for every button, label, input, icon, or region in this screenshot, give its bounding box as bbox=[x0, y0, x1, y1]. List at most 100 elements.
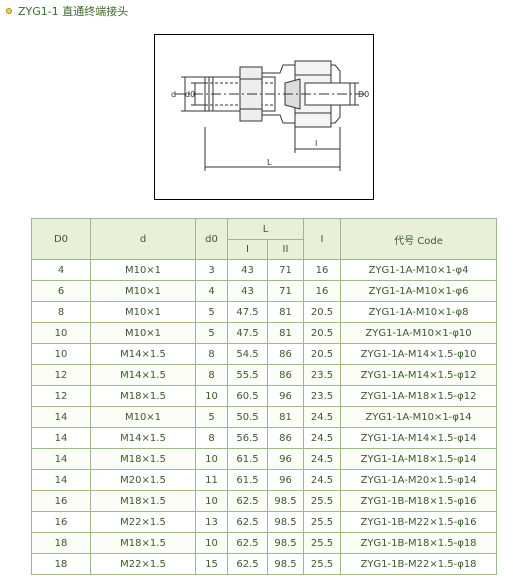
cell-L-II: 71 bbox=[266, 280, 305, 302]
cell-D0: 14 bbox=[31, 406, 91, 428]
cell-d: M18×1.5 bbox=[90, 385, 196, 407]
cell-d: M18×1.5 bbox=[90, 490, 196, 512]
cell-I: 25.5 bbox=[303, 532, 342, 554]
cell-L-I: 47.5 bbox=[227, 301, 268, 323]
table-header-row: D0 d d0 L I 代号 Code bbox=[31, 218, 498, 260]
fitting-drawing: d d0 D0 L I bbox=[154, 34, 374, 200]
cell-d0: 10 bbox=[195, 448, 228, 470]
cell-L-I: 47.5 bbox=[227, 322, 268, 344]
cell-D0: 12 bbox=[31, 385, 91, 407]
cell-d0: 4 bbox=[195, 280, 228, 302]
cell-L-II: 96 bbox=[266, 469, 305, 491]
cell-d: M20×1.5 bbox=[90, 469, 196, 491]
dim-label-L: L bbox=[267, 158, 272, 167]
cell-d0: 13 bbox=[195, 511, 228, 533]
cell-d: M10×1 bbox=[90, 406, 196, 428]
cell-L-II: 96 bbox=[266, 385, 305, 407]
bullet-icon bbox=[6, 8, 12, 14]
cell-L-I: 61.5 bbox=[227, 469, 268, 491]
cell-L-II: 86 bbox=[266, 343, 305, 365]
cell-d0: 15 bbox=[195, 553, 228, 575]
cell-d: M10×1 bbox=[90, 301, 196, 323]
cell-L-I: 62.5 bbox=[227, 490, 268, 512]
cell-L-II: 81 bbox=[266, 406, 305, 428]
cell-code: ZYG1-1B-M22×1.5-φ18 bbox=[340, 553, 498, 575]
cell-D0: 8 bbox=[31, 301, 91, 323]
cell-I: 20.5 bbox=[303, 301, 342, 323]
cell-d0: 5 bbox=[195, 406, 228, 428]
cell-code: ZYG1-1A-M14×1.5-φ10 bbox=[340, 343, 498, 365]
table-subheader-row: I II bbox=[32, 239, 497, 260]
cell-L-I: 60.5 bbox=[227, 385, 268, 407]
cell-I: 25.5 bbox=[303, 511, 342, 533]
cell-code: ZYG1-1A-M10×1-φ4 bbox=[340, 259, 498, 281]
cell-L-I: 55.5 bbox=[227, 364, 268, 386]
cell-code: ZYG1-1A-M14×1.5-φ12 bbox=[340, 364, 498, 386]
header-d: d bbox=[90, 218, 196, 260]
cell-d: M10×1 bbox=[90, 259, 196, 281]
header-I: I bbox=[303, 218, 342, 260]
cell-I: 20.5 bbox=[303, 322, 342, 344]
cell-I: 16 bbox=[303, 259, 342, 281]
cell-D0: 4 bbox=[31, 259, 91, 281]
cell-D0: 10 bbox=[31, 343, 91, 365]
header-code: 代号 Code bbox=[340, 218, 498, 260]
cell-D0: 14 bbox=[31, 427, 91, 449]
cell-d0: 10 bbox=[195, 490, 228, 512]
cell-I: 16 bbox=[303, 280, 342, 302]
cell-d0: 8 bbox=[195, 343, 228, 365]
cell-L-I: 62.5 bbox=[227, 553, 268, 575]
cell-L-II: 96 bbox=[266, 448, 305, 470]
cell-code: ZYG1-1B-M18×1.5-φ18 bbox=[340, 532, 498, 554]
cell-d0: 11 bbox=[195, 469, 228, 491]
cell-code: ZYG1-1A-M18×1.5-φ12 bbox=[340, 385, 498, 407]
cell-D0: 18 bbox=[31, 532, 91, 554]
dim-label-d: d bbox=[171, 90, 176, 99]
cell-L-I: 61.5 bbox=[227, 448, 268, 470]
cell-L-II: 86 bbox=[266, 364, 305, 386]
cell-D0: 16 bbox=[31, 511, 91, 533]
dim-label-I: I bbox=[315, 139, 317, 148]
cell-L-I: 62.5 bbox=[227, 511, 268, 533]
cell-d0: 10 bbox=[195, 532, 228, 554]
cell-code: ZYG1-1A-M10×1-φ8 bbox=[340, 301, 498, 323]
cell-d0: 8 bbox=[195, 427, 228, 449]
cell-D0: 10 bbox=[31, 322, 91, 344]
cell-L-I: 43 bbox=[227, 280, 268, 302]
cell-L-II: 98.5 bbox=[266, 532, 305, 554]
cell-code: ZYG1-1A-M10×1-φ14 bbox=[340, 406, 498, 428]
cell-d0: 5 bbox=[195, 301, 228, 323]
cell-I: 23.5 bbox=[303, 385, 342, 407]
cell-L-II: 81 bbox=[266, 322, 305, 344]
header-D0: D0 bbox=[31, 218, 91, 260]
cell-L-I: 54.5 bbox=[227, 343, 268, 365]
cell-d: M14×1.5 bbox=[90, 427, 196, 449]
cell-d: M10×1 bbox=[90, 322, 196, 344]
header-d0: d0 bbox=[195, 218, 228, 260]
cell-d0: 3 bbox=[195, 259, 228, 281]
cell-L-II: 98.5 bbox=[266, 490, 305, 512]
cell-L-II: 98.5 bbox=[266, 511, 305, 533]
cell-code: ZYG1-1A-M14×1.5-φ14 bbox=[340, 427, 498, 449]
cell-I: 24.5 bbox=[303, 469, 342, 491]
header-L-I: I bbox=[227, 239, 268, 260]
cell-I: 23.5 bbox=[303, 364, 342, 386]
cell-d: M18×1.5 bbox=[90, 448, 196, 470]
cell-d0: 5 bbox=[195, 322, 228, 344]
cell-L-I: 56.5 bbox=[227, 427, 268, 449]
cell-I: 24.5 bbox=[303, 448, 342, 470]
